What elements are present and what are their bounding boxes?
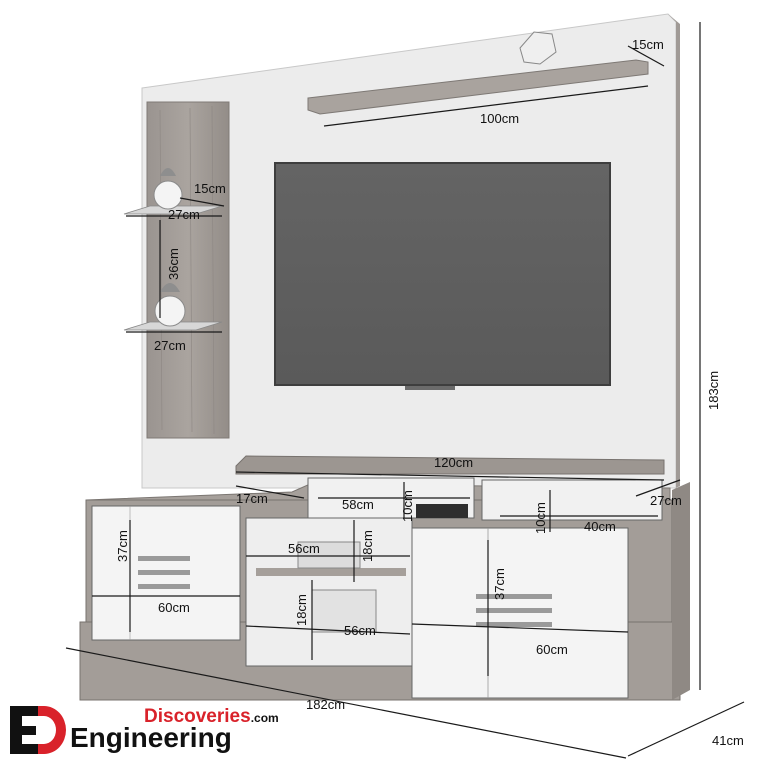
right-door-height-label: 37cm: [492, 568, 507, 600]
books-stack-icon: [297, 541, 361, 569]
brand-name-suffix: .com: [250, 711, 279, 725]
television: [274, 162, 611, 390]
right-niche-width-label: 40cm: [584, 519, 616, 534]
side-glass-shelves: [123, 168, 223, 331]
middle-upper-shelf-width-label: 56cm: [288, 541, 320, 556]
left-door-width-label: 60cm: [158, 600, 190, 615]
total-width-label: 182cm: [306, 697, 345, 712]
top-shelf-depth-label: 15cm: [632, 37, 664, 52]
left-niche-width-label: 17cm: [236, 491, 268, 506]
upper-vase-icon: [153, 180, 183, 210]
side-shelf-spacing-label: 36cm: [166, 248, 181, 280]
geometric-decor-icon: [519, 31, 557, 65]
side-shelf-upper-width-label: 27cm: [168, 207, 200, 222]
center-niche-height-label: 10cm: [400, 490, 415, 522]
side-shelf-depth-label: 15cm: [194, 181, 226, 196]
middle-lower-shelf-height-label: 18cm: [294, 594, 309, 626]
middle-lower-shelf-width-label: 56cm: [344, 623, 376, 638]
right-door-width-label: 60cm: [536, 642, 568, 657]
side-wood-panel: [146, 101, 230, 439]
ship-model-icon: [311, 589, 377, 633]
tv-top-board: [235, 455, 665, 475]
tv-top-width-label: 120cm: [434, 455, 473, 470]
total-height-label: 183cm: [706, 371, 721, 410]
right-niche-height-label: 10cm: [533, 502, 548, 534]
tv-cabinet: [79, 477, 690, 701]
center-niche-width-label: 58cm: [342, 497, 374, 512]
total-depth-label: 41cm: [712, 733, 744, 748]
ed-logo-icon: [10, 706, 66, 754]
brand-name-bottom: Engineering: [70, 722, 232, 753]
dimension-labels: 15cm 100cm 15cm 27cm 36cm 27cm 183cm 120…: [115, 37, 744, 748]
unit-depth-label: 27cm: [650, 493, 682, 508]
middle-upper-shelf-height-label: 18cm: [360, 530, 375, 562]
top-shelf-width-label: 100cm: [480, 111, 519, 126]
brand-logo: Discoveries.com Engineering: [8, 700, 308, 762]
dimension-lines: [65, 22, 745, 759]
side-shelf-lower-width-label: 27cm: [154, 338, 186, 353]
media-player-icon: [416, 504, 468, 518]
lower-vase-icon: [154, 295, 186, 327]
left-door-height-label: 37cm: [115, 530, 130, 562]
brand-name-top: Discoveries.com: [144, 706, 279, 727]
top-floating-shelf: [307, 31, 649, 115]
